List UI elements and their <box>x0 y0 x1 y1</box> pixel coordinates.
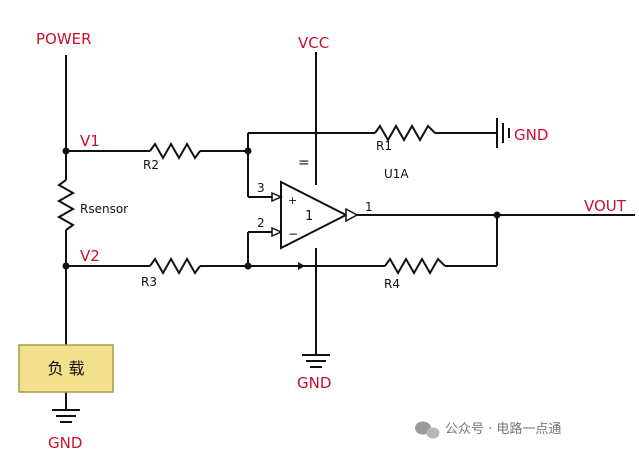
rsensor-label: Rsensor <box>80 202 128 216</box>
ground-symbol-top-right <box>496 118 510 148</box>
load-label: 负 载 <box>47 359 84 378</box>
gnd-label-bottom-left: GND <box>48 434 82 452</box>
pin2-label: 2 <box>257 216 265 230</box>
r3-label: R3 <box>141 275 157 289</box>
gnd-label-top-right: GND <box>514 126 548 144</box>
vout-label: VOUT <box>584 197 627 215</box>
opamp-plus: + <box>288 194 297 207</box>
opamp-minus: − <box>288 227 298 241</box>
u1a-label: U1A <box>384 167 409 181</box>
wechat-icon <box>415 421 440 439</box>
vcc-label: VCC <box>298 34 329 52</box>
opamp-unit-number: 1 <box>305 209 313 224</box>
v2-label: V2 <box>80 247 100 265</box>
wires <box>65 52 635 410</box>
resistor-r3 <box>149 256 201 276</box>
feedback-arrow <box>298 262 305 270</box>
r2-label: R2 <box>143 158 159 172</box>
resistor-rsensor <box>56 179 76 231</box>
ground-symbol-opamp <box>302 354 330 368</box>
power-label: POWER <box>36 30 92 48</box>
resistor-r4 <box>384 256 446 276</box>
resistor-r1 <box>374 123 436 143</box>
ground-symbol-bottom-left <box>52 409 80 423</box>
watermark-text: 公众号 · 电路一点通 <box>445 421 561 437</box>
pin-arrow-2 <box>271 226 283 238</box>
pin1-label: 1 <box>365 200 373 214</box>
r1-label: R1 <box>376 139 392 153</box>
resistor-r2 <box>149 141 201 161</box>
pin3-label: 3 <box>257 181 265 195</box>
junction-dots <box>62 147 501 270</box>
r4-label: R4 <box>384 277 400 291</box>
load-box <box>18 344 114 393</box>
gnd-label-opamp: GND <box>297 374 331 392</box>
pin-arrow-1 <box>345 207 359 223</box>
pin-arrow-3 <box>271 191 283 203</box>
opamp-symbol <box>280 180 349 250</box>
opamp-power-mark: = <box>298 155 310 171</box>
v1-label: V1 <box>80 132 100 150</box>
